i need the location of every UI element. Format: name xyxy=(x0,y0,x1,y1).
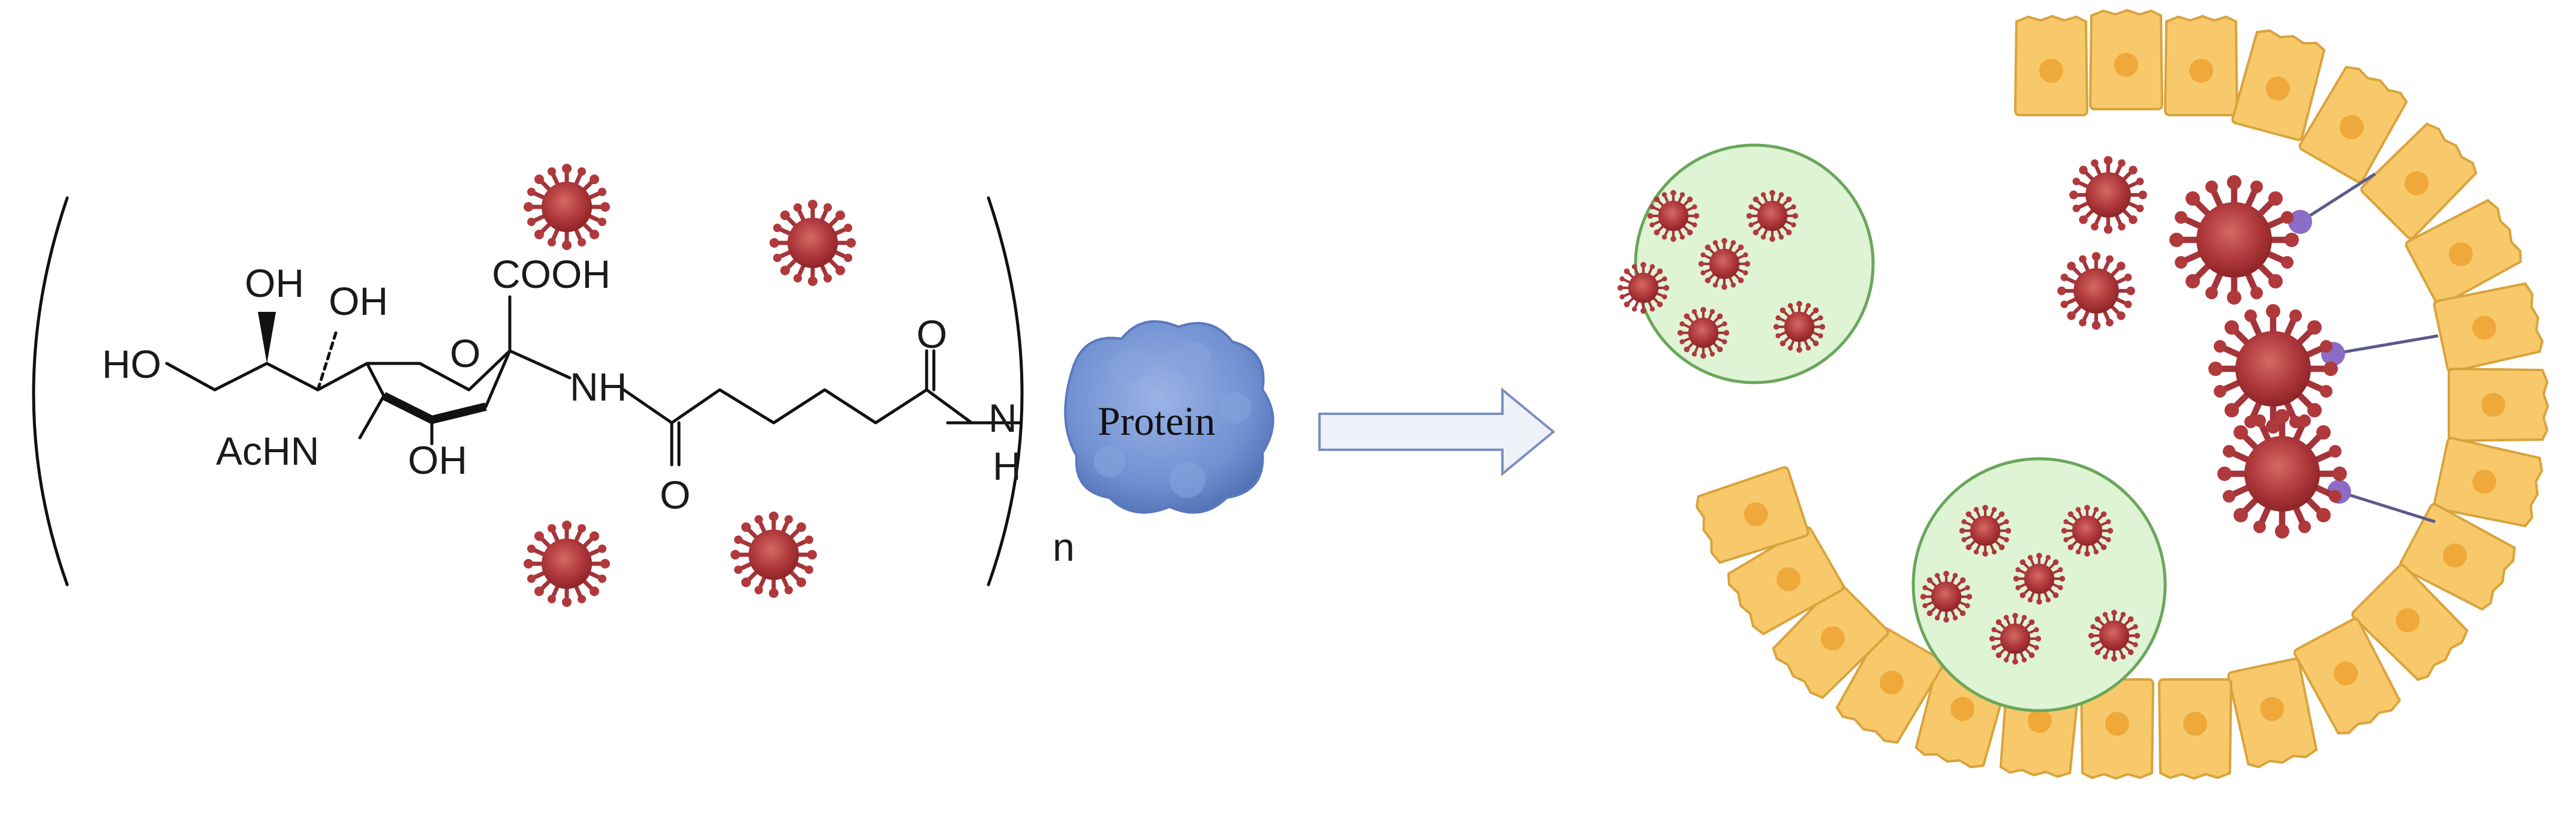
right-bracket xyxy=(987,196,1024,587)
label-o-carbonyl-bottom: O xyxy=(660,473,690,517)
epithelial-cell-icon xyxy=(2448,368,2549,442)
virus-icon xyxy=(1618,262,1669,314)
virus-icon xyxy=(2169,175,2299,305)
virus-icon xyxy=(2013,553,2065,605)
virus-icon xyxy=(2069,156,2147,234)
virus-icon xyxy=(731,512,817,598)
right-arrow-icon xyxy=(1318,387,1556,477)
epithelial-cell-icon xyxy=(2164,15,2238,116)
label-oh-bottom: OH xyxy=(408,438,467,482)
label-amide-n: N xyxy=(988,396,1017,440)
virus-icon xyxy=(1920,571,1972,622)
virus-icon xyxy=(2061,505,2113,557)
virus-icon xyxy=(1747,190,1798,242)
label-ho-left: HO xyxy=(102,342,161,386)
virus-icon xyxy=(770,200,856,286)
virus-icon xyxy=(524,164,610,250)
label-o-carbonyl-top: O xyxy=(916,312,947,356)
virus-icon xyxy=(524,521,610,607)
virus-icon xyxy=(2057,252,2135,330)
chemical-structure: OH OH COOH HO O NH AcHN OH O O N H n xyxy=(32,196,1075,587)
virus-icon xyxy=(1699,238,1750,290)
vesicle-icon xyxy=(1618,143,1875,384)
virus-icon xyxy=(1648,190,1699,242)
epithelial-cell-icon xyxy=(2158,678,2232,780)
label-amide-h: H xyxy=(993,444,1021,488)
label-oh-top1: OH xyxy=(245,261,304,305)
virus-icon xyxy=(1959,505,2011,557)
receptor-icon xyxy=(2288,210,2312,234)
label-achn: AcHN xyxy=(216,429,319,473)
vesicle-icon xyxy=(1911,457,2167,712)
label-ring-o: O xyxy=(450,331,480,375)
protein-label: Protein xyxy=(1098,398,1215,444)
virus-icon xyxy=(2088,610,2140,661)
virus-icon xyxy=(1774,301,1825,353)
bound-viruses xyxy=(2057,156,2439,539)
virus-icon xyxy=(2217,409,2347,539)
protein-blob-icon: Protein xyxy=(1064,320,1275,514)
label-cooh: COOH xyxy=(492,252,611,296)
epithelial-cell-icon xyxy=(2089,9,2163,110)
label-nh-right: NH xyxy=(570,365,627,409)
virus-icon xyxy=(1989,613,2041,664)
label-repeat-n: n xyxy=(1053,525,1075,569)
epithelial-cell-icon xyxy=(2014,15,2088,116)
virus-icon xyxy=(2208,304,2338,434)
virus-icon xyxy=(1678,307,1729,359)
left-bracket xyxy=(32,196,69,587)
label-oh-top2: OH xyxy=(329,279,388,323)
